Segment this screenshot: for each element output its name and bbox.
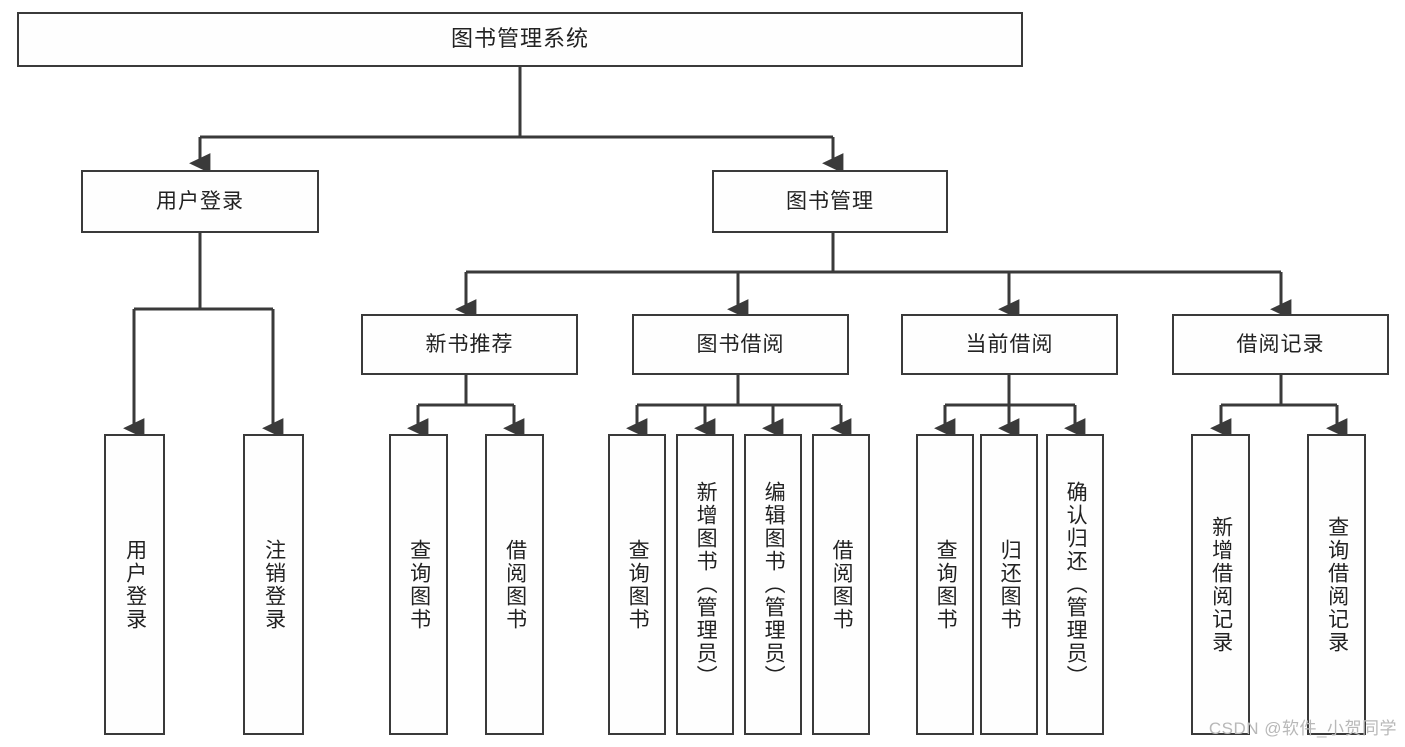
node-label: 借阅记录	[1236, 332, 1325, 356]
node-new-book-recommend[interactable]: 新书推荐	[361, 314, 578, 375]
leaf-logout[interactable]: 注销登录	[243, 434, 304, 735]
leaf-user-login[interactable]: 用户登录	[104, 434, 165, 735]
node-label: 注销登录	[262, 538, 286, 631]
node-label: 查询图书	[934, 538, 958, 631]
leaf-confirm-return[interactable]: 确认归还（管理员）	[1046, 434, 1104, 735]
node-label: 用户登录	[156, 189, 244, 213]
node-label: 新增借阅记录	[1209, 515, 1233, 654]
node-book-manage[interactable]: 图书管理	[712, 170, 948, 233]
leaf-query-record[interactable]: 查询借阅记录	[1307, 434, 1366, 735]
node-borrow-record[interactable]: 借阅记录	[1172, 314, 1389, 375]
node-label: 用户登录	[123, 538, 147, 631]
node-label: 借阅图书	[830, 538, 854, 631]
node-label: 编辑图书（管理员）	[762, 481, 786, 688]
node-current-borrow[interactable]: 当前借阅	[901, 314, 1118, 375]
leaf-query-book-1[interactable]: 查询图书	[389, 434, 448, 735]
node-label: 查询借阅记录	[1325, 515, 1349, 654]
node-label: 查询图书	[626, 538, 650, 631]
node-book-borrow[interactable]: 图书借阅	[632, 314, 849, 375]
node-label: 图书管理	[786, 189, 874, 213]
csdn-watermark: CSDN @软件_小贺同学	[1208, 719, 1397, 738]
node-label: 查询图书	[407, 538, 431, 631]
node-label: 新书推荐	[425, 332, 514, 356]
node-label: 确认归还（管理员）	[1064, 481, 1088, 688]
leaf-query-book-2[interactable]: 查询图书	[608, 434, 666, 735]
node-label: 借阅图书	[503, 538, 527, 631]
node-label: 图书借阅	[696, 332, 785, 356]
leaf-query-book-3[interactable]: 查询图书	[916, 434, 974, 735]
leaf-add-book[interactable]: 新增图书（管理员）	[676, 434, 734, 735]
leaf-return-book[interactable]: 归还图书	[980, 434, 1038, 735]
leaf-add-record[interactable]: 新增借阅记录	[1191, 434, 1250, 735]
node-user-login[interactable]: 用户登录	[81, 170, 319, 233]
node-label: 图书管理系统	[450, 26, 589, 52]
leaf-edit-book[interactable]: 编辑图书（管理员）	[744, 434, 802, 735]
leaf-borrow-book-2[interactable]: 借阅图书	[812, 434, 870, 735]
node-label: 归还图书	[998, 538, 1022, 631]
node-root-system[interactable]: 图书管理系统	[17, 12, 1023, 67]
leaf-borrow-book-1[interactable]: 借阅图书	[485, 434, 544, 735]
node-label: 新增图书（管理员）	[694, 481, 718, 688]
node-label: 当前借阅	[965, 332, 1054, 356]
